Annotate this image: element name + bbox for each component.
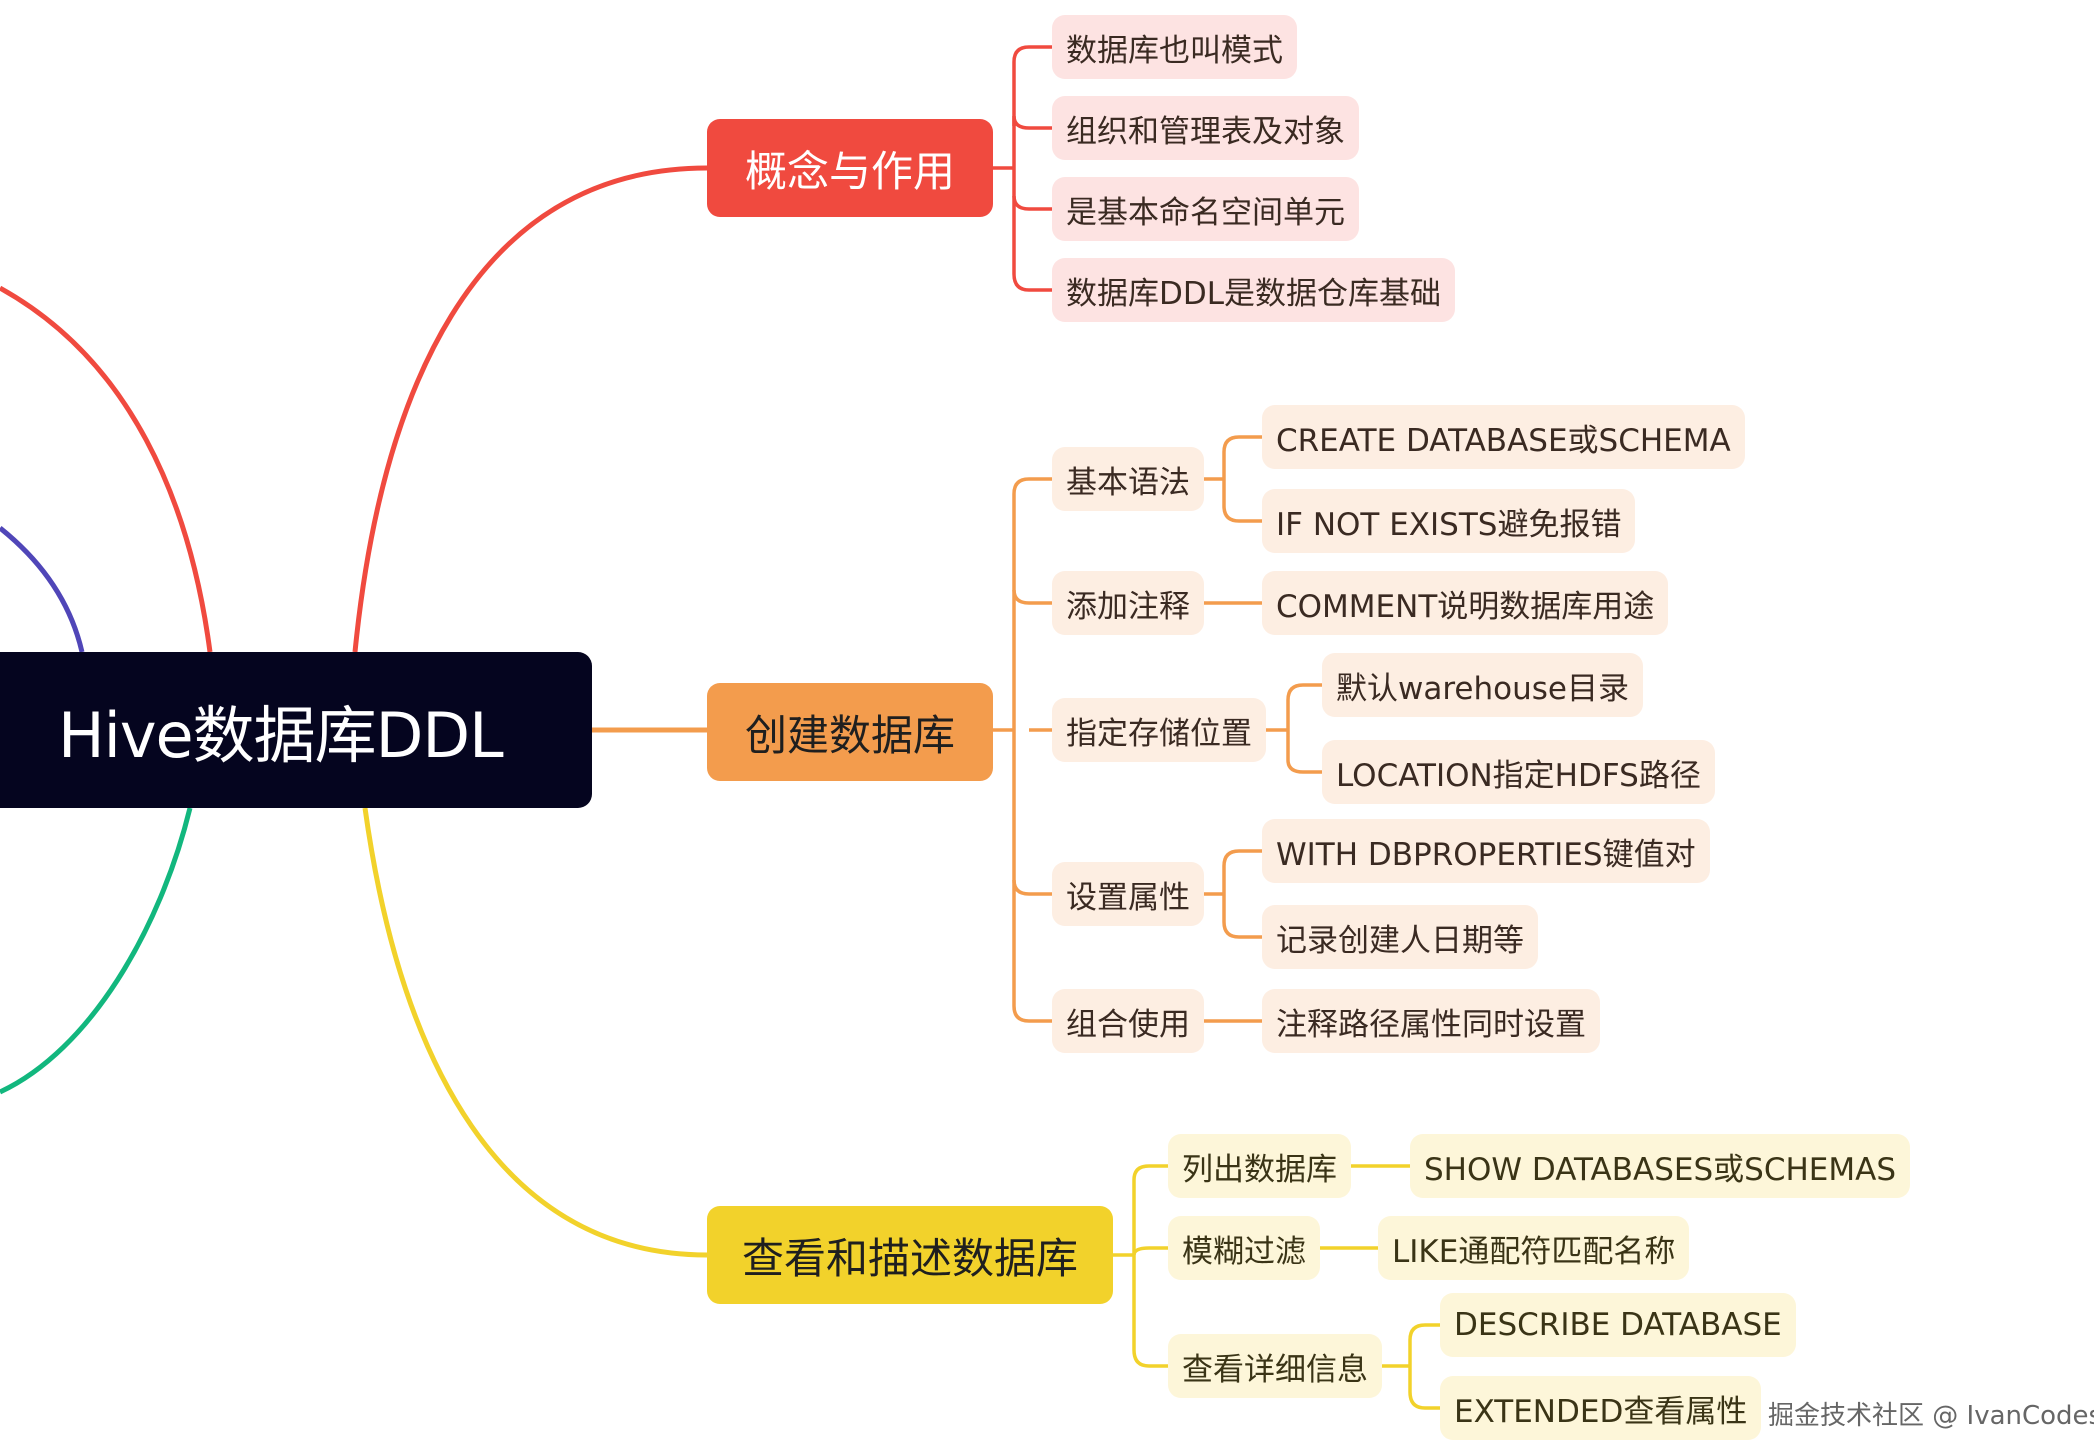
- connector-create-children: [993, 435, 1322, 1023]
- view-leaf[interactable]: DESCRIBE DATABASE: [1440, 1293, 1796, 1357]
- view-group-list[interactable]: 列出数据库: [1168, 1134, 1351, 1198]
- create-leaf[interactable]: WITH DBPROPERTIES键值对: [1262, 819, 1710, 883]
- create-leaf[interactable]: COMMENT说明数据库用途: [1262, 571, 1669, 635]
- create-group-comment[interactable]: 添加注释: [1052, 571, 1204, 635]
- branch-concept[interactable]: 概念与作用: [707, 119, 993, 217]
- root-node[interactable]: Hive数据库DDL: [0, 652, 592, 808]
- branch-create-database[interactable]: 创建数据库: [707, 683, 993, 781]
- connector-offscreen-green: [0, 807, 193, 1095]
- watermark: 掘金技术社区 @ IvanCodes: [1768, 1401, 2094, 1431]
- create-leaf[interactable]: 默认warehouse目录: [1322, 653, 1643, 717]
- create-group-basic-syntax[interactable]: 基本语法: [1052, 447, 1204, 511]
- create-group-location[interactable]: 指定存储位置: [1052, 698, 1266, 762]
- connector-concept-children: [993, 45, 1052, 292]
- concept-item[interactable]: 数据库DDL是数据仓库基础: [1052, 258, 1456, 322]
- view-leaf[interactable]: EXTENDED查看属性: [1440, 1376, 1762, 1440]
- create-leaf[interactable]: 注释路径属性同时设置: [1262, 989, 1600, 1053]
- connector-offscreen-blue: [0, 526, 85, 653]
- connector-view-children: [1113, 1164, 1440, 1410]
- create-leaf[interactable]: LOCATION指定HDFS路径: [1322, 740, 1715, 804]
- view-group-filter[interactable]: 模糊过滤: [1168, 1216, 1320, 1280]
- concept-item[interactable]: 组织和管理表及对象: [1052, 96, 1359, 160]
- branch-view-describe[interactable]: 查看和描述数据库: [707, 1206, 1113, 1304]
- create-leaf[interactable]: CREATE DATABASE或SCHEMA: [1262, 405, 1745, 469]
- connector-root-concept: [352, 165, 708, 653]
- create-leaf[interactable]: IF NOT EXISTS避免报错: [1262, 489, 1636, 553]
- connector-offscreen-red: [0, 285, 213, 653]
- concept-item[interactable]: 是基本命名空间单元: [1052, 177, 1359, 241]
- view-group-details[interactable]: 查看详细信息: [1168, 1334, 1382, 1398]
- view-leaf[interactable]: LIKE通配符匹配名称: [1378, 1216, 1690, 1280]
- create-leaf[interactable]: 记录创建人日期等: [1262, 905, 1538, 969]
- concept-item[interactable]: 数据库也叫模式: [1052, 15, 1297, 79]
- view-leaf[interactable]: SHOW DATABASES或SCHEMAS: [1410, 1134, 1911, 1198]
- connector-root-view: [362, 807, 708, 1258]
- create-group-combined[interactable]: 组合使用: [1052, 989, 1204, 1053]
- create-group-properties[interactable]: 设置属性: [1052, 862, 1204, 926]
